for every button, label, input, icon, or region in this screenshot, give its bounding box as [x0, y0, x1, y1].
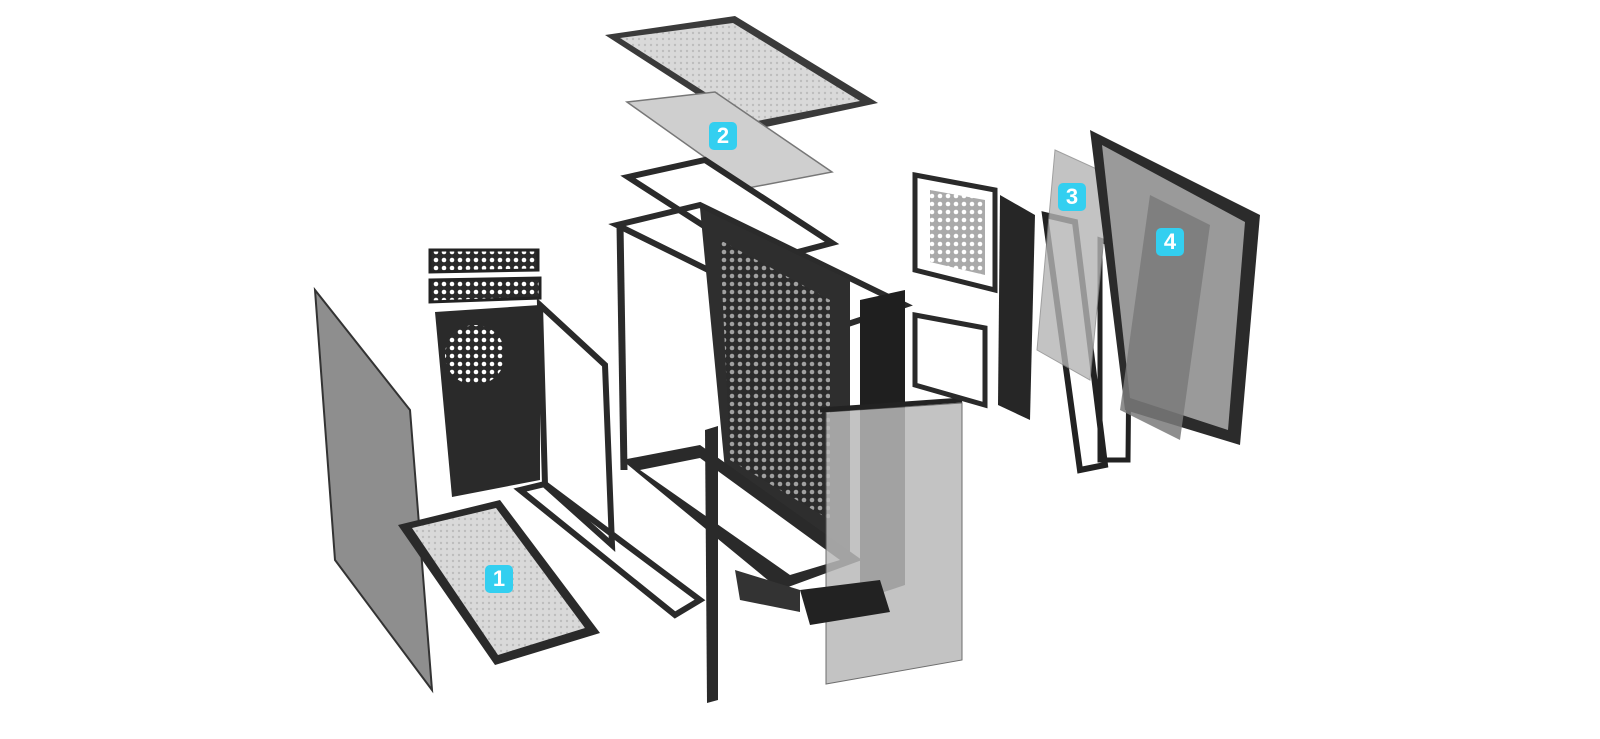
main-chassis — [608, 201, 913, 612]
front-pillar — [705, 426, 718, 703]
callout-badge-3: 3 — [1058, 183, 1086, 211]
side-filter-panel-4 — [1120, 195, 1210, 440]
drive-cage-lower — [912, 311, 988, 409]
rear-panel-frame — [428, 248, 616, 552]
drive-cage-upper — [912, 171, 998, 294]
callout-badge-1: 1 — [485, 565, 513, 593]
callout-badge-2: 2 — [709, 122, 737, 150]
callout-badge-4: 4 — [1156, 228, 1184, 256]
left-side-panel — [313, 286, 434, 694]
io-panel-module — [800, 580, 890, 625]
front-glass-panel — [819, 397, 963, 685]
bottom-rail — [513, 480, 706, 619]
side-filter-panel-3 — [1036, 149, 1111, 381]
top-dust-filter-panel — [605, 16, 878, 130]
drive-mount-plate — [998, 195, 1035, 420]
